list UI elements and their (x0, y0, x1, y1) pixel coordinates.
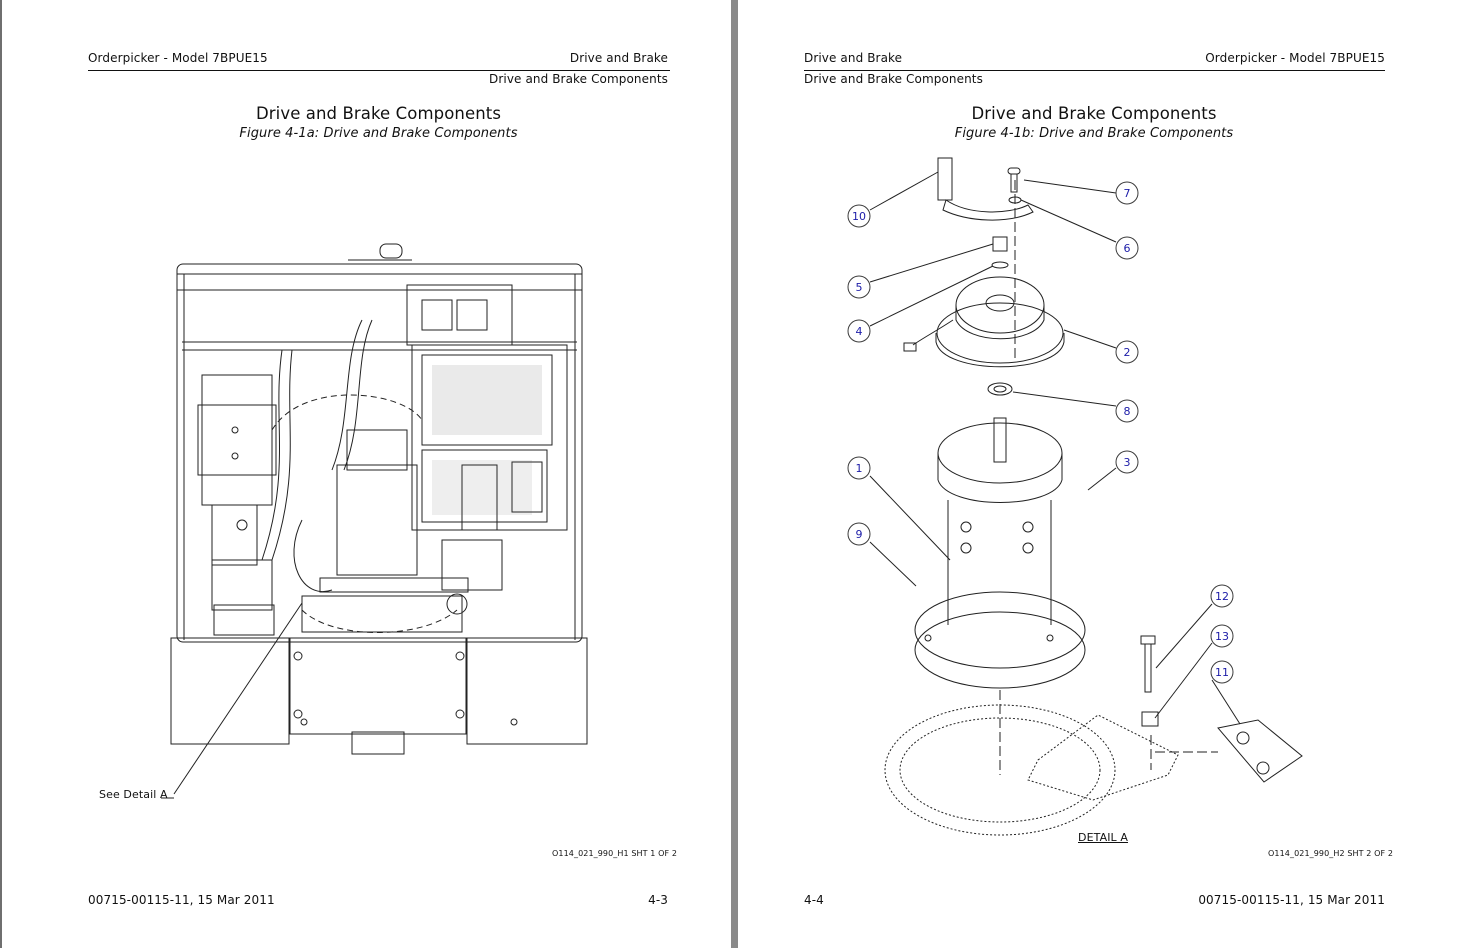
exploded-drive-brake-drawing: 10 7 6 5 4 2 8 1 3 9 12 13 11 (847, 157, 1303, 836)
right-header-section: Drive and Brake (804, 51, 903, 65)
right-sheet-ref: O114_021_990_H2 SHT 2 OF 2 (1268, 849, 1394, 858)
right-page: Drive and Brake Orderpicker - Model 7BPU… (738, 0, 1467, 948)
right-footer-page: 4-4 (804, 893, 824, 907)
callout-10: 10 (852, 210, 866, 223)
callout-2: 2 (1124, 346, 1131, 359)
left-page: Orderpicker - Model 7BPUE15 Drive and Br… (0, 0, 731, 948)
left-footer-page: 4-3 (648, 893, 668, 907)
callout-3: 3 (1124, 456, 1131, 469)
see-detail-a-label: See Detail A (99, 788, 168, 801)
right-header-rule (804, 70, 1385, 71)
callout-13: 13 (1215, 630, 1229, 643)
right-subheader: Drive and Brake Components (804, 72, 983, 86)
callout-5: 5 (856, 281, 863, 294)
callout-8: 8 (1124, 405, 1131, 418)
left-figure-caption: Figure 4-1a: Drive and Brake Components (239, 126, 518, 141)
right-page-title: Drive and Brake Components (971, 104, 1217, 123)
right-footer-doc: 00715-00115-11, 15 Mar 2011 (1198, 893, 1385, 907)
detail-a-label: DETAIL A (1078, 831, 1129, 844)
left-sheet-ref: O114_021_990_H1 SHT 1 OF 2 (552, 849, 678, 858)
right-header-model: Orderpicker - Model 7BPUE15 (1205, 51, 1385, 65)
right-figure-caption: Figure 4-1b: Drive and Brake Components (954, 126, 1234, 141)
left-header-section: Drive and Brake (569, 51, 668, 65)
left-footer-doc: 00715-00115-11, 15 Mar 2011 (88, 893, 275, 907)
callout-4: 4 (856, 325, 863, 338)
callout-9: 9 (856, 528, 863, 541)
callout-11: 11 (1215, 666, 1229, 679)
callout-12: 12 (1215, 590, 1229, 603)
truck-compartment-drawing (161, 243, 588, 799)
left-header-model: Orderpicker - Model 7BPUE15 (88, 51, 268, 65)
left-page-title: Drive and Brake Components (255, 104, 502, 123)
callout-7: 7 (1124, 187, 1131, 200)
left-header-rule (88, 70, 670, 71)
callout-6: 6 (1124, 242, 1131, 255)
left-subheader: Drive and Brake Components (489, 72, 668, 86)
callout-1: 1 (856, 462, 863, 475)
